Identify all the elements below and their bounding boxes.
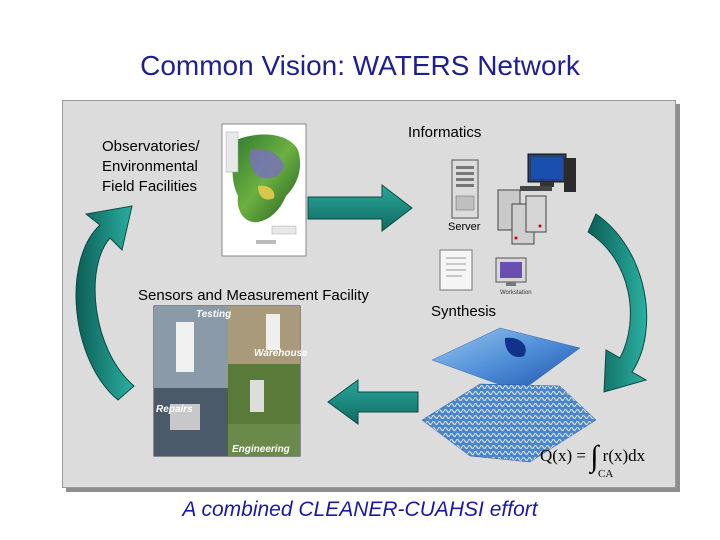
informatics-label: Informatics <box>408 124 482 141</box>
watershed-map-image <box>221 123 307 257</box>
observatories-label-line2: Environmental <box>102 158 198 175</box>
photo-label-engineering: Engineering <box>232 444 290 455</box>
server-rack-icon <box>497 189 547 245</box>
footer-caption: A combined CLEANER-CUAHSI effort <box>182 498 538 521</box>
synthesis-surface-image <box>421 327 597 463</box>
desktop-computer-icon <box>520 153 576 192</box>
workstation-icon <box>495 257 527 286</box>
photo-label-warehouse: Warehouse <box>254 348 308 359</box>
integral-symbol: ∫ <box>590 440 599 473</box>
facility-photo-collage <box>153 305 301 457</box>
server-icon <box>451 159 479 219</box>
slide-title: Common Vision: WATERS Network <box>140 50 580 81</box>
document-icon <box>439 249 473 291</box>
observatories-label-line1: Observatories/ <box>102 138 200 155</box>
synthesis-label: Synthesis <box>431 303 497 320</box>
left-cycle-arrow <box>75 205 135 401</box>
formula-subscript: CA <box>598 468 614 480</box>
server-label: Server <box>448 221 481 233</box>
observatories-label-line3: Field Facilities <box>102 178 198 195</box>
formula-rhs: r(x)dx <box>602 445 646 465</box>
photo-label-testing: Testing <box>196 309 231 320</box>
photo-label-repairs: Repairs <box>156 404 193 415</box>
workstation-caption: Workstation <box>500 290 532 296</box>
arrow-left <box>327 379 419 425</box>
formula: Q(x) = ∫ r(x)dx CA <box>540 440 646 480</box>
arrow-right <box>307 183 413 233</box>
right-cycle-arrow <box>587 213 648 393</box>
sensors-label: Sensors and Measurement Facility <box>138 287 369 304</box>
formula-lhs: Q(x) = <box>540 445 586 465</box>
